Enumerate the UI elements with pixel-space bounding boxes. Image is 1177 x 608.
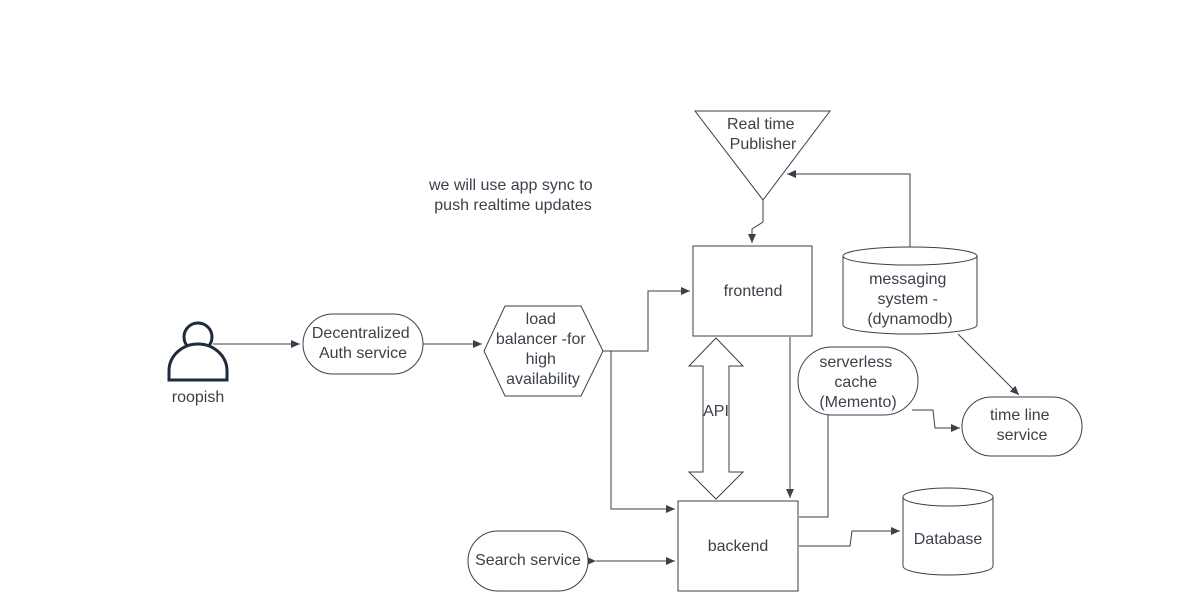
timeline-service-node[interactable]: time line service [961,396,1083,457]
edge-messaging-to-publisher [787,170,911,248]
edge-backend-to-cache [799,413,829,518]
search-service-node[interactable]: Search service [467,530,589,592]
publisher-node[interactable]: Real time Publisher [693,110,832,201]
load-balancer-node[interactable]: load balancer -for high availability [483,305,604,397]
edge-cache-to-timeline [912,409,960,432]
database-label: Database [914,531,983,548]
auth-service-node[interactable]: Decentralized Auth service [302,313,424,375]
timeline-service-label: time line service [990,407,1054,444]
edge-loadbalancer-to-frontend [603,287,690,352]
auth-service-label: Decentralized Auth service [312,325,414,362]
messaging-system-label: messaging system - (dynamodb) [867,271,952,328]
frontend-node[interactable]: frontend [692,245,813,337]
backend-label: backend [708,538,769,555]
search-service-label: Search service [475,552,581,569]
connectors [213,170,1020,565]
edge-messaging-to-timeline [957,333,1020,396]
serverless-cache-node[interactable]: serverless cache (Memento) [797,346,919,416]
load-balancer-label: load balancer -for high availability [496,311,590,388]
user-actor[interactable]: roopish [167,321,229,406]
api-label: API [703,403,729,420]
frontend-label: frontend [724,283,783,300]
messaging-system-node[interactable]: messaging system - (dynamodb) [842,246,978,335]
appsync-note: we will use app sync to push realtime up… [428,177,597,214]
publisher-label: Real time Publisher [727,116,799,153]
edge-loadbalancer-to-backend [610,351,675,513]
user-label: roopish [172,389,224,406]
database-node[interactable]: Database [902,487,994,576]
backend-node[interactable]: backend [677,500,799,592]
edge-publisher-to-frontend [748,200,764,243]
user-icon-body [167,342,229,382]
edge-backend-to-database [799,527,900,547]
serverless-cache-label: serverless cache (Memento) [819,354,896,411]
api-connector[interactable]: API [687,337,745,500]
